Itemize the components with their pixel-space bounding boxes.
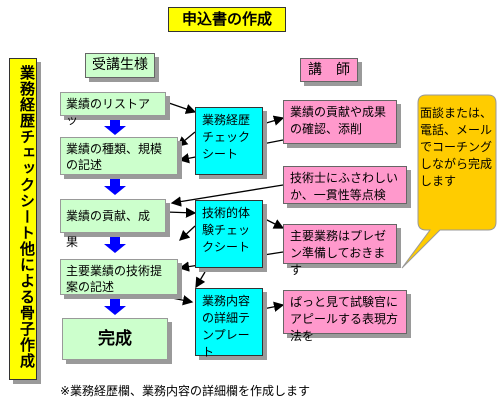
page-title: 申込書の作成 — [168, 7, 286, 32]
flow-arrow-down — [104, 297, 126, 315]
flow-arrow-down — [104, 118, 126, 135]
tool-career-checksheet: 業務経歴チェックシート — [195, 107, 263, 175]
step-technical-proposal: 主要業績の技術提案の記述 — [60, 259, 178, 295]
flow-arrows — [104, 118, 126, 315]
instructor-note-review: 業績の貢献や成果の確認、添削 — [283, 100, 397, 144]
step-describe-type-scale: 業績の種類、規模の記述 — [60, 137, 178, 175]
instructor-note-consistency: 技術士にふさわしいか、一貫性等点検 — [283, 166, 407, 204]
flow-arrow-down — [104, 178, 126, 195]
footnote: ※業務経歴欄、業務内容の詳細欄を作成します — [60, 384, 311, 398]
tool-detail-template: 業務内容の詳細テンプレート — [195, 288, 263, 359]
instructor-note-appeal: ぱっと見て試験官にアピールする表現方法を — [283, 290, 407, 343]
step-complete: 完成 — [62, 318, 168, 360]
step-list-achievements: 業績のリストアッ — [60, 92, 166, 127]
flow-arrow-down — [104, 236, 126, 253]
tool-experience-checksheet: 技術的体験チェックシート — [195, 200, 263, 268]
callout-bubble — [401, 94, 497, 269]
side-label: 業務経歴チェックシート他による骨子作成 — [9, 58, 37, 380]
step-contribution-results: 業績の貢献、成果 — [60, 199, 166, 249]
instructor-note-presentation: 主要業務はプレゼン準備しておきます — [283, 224, 397, 277]
callout-text: 面談または、電話、メールでコーチングしながら完成します — [420, 106, 493, 188]
column-header-applicant: 受講生様 — [85, 53, 155, 78]
column-header-instructor: 講 師 — [300, 58, 358, 82]
